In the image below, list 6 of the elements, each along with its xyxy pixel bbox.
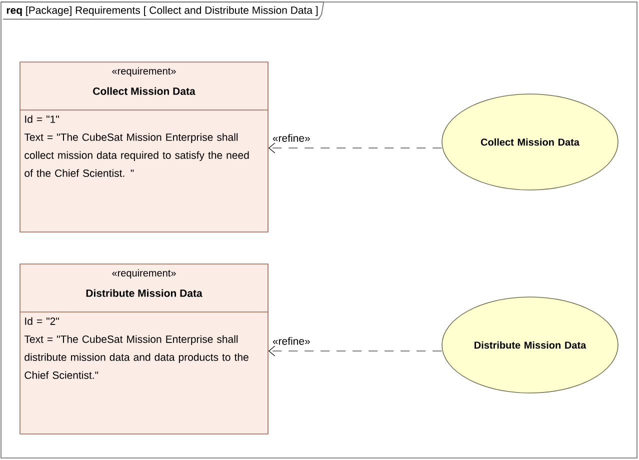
edge-label: «refine» [271,133,312,143]
edge-label: «refine» [271,336,312,346]
refine-arrow [268,346,442,356]
requirement-box: «requirement» Distribute Mission Data Id = "2" Text = "The CubeSat Mission Enterprise shall distribute mission data and data products to the Chief Scientist." [20,264,268,434]
requirement-box: «requirement» Collect Mission Data Id = "1" Text = "The CubeSat Mission Enterprise shall collect mission data required to satisfy the need of the Chief Scientist. " [20,62,268,232]
refine-arrow [268,142,442,154]
